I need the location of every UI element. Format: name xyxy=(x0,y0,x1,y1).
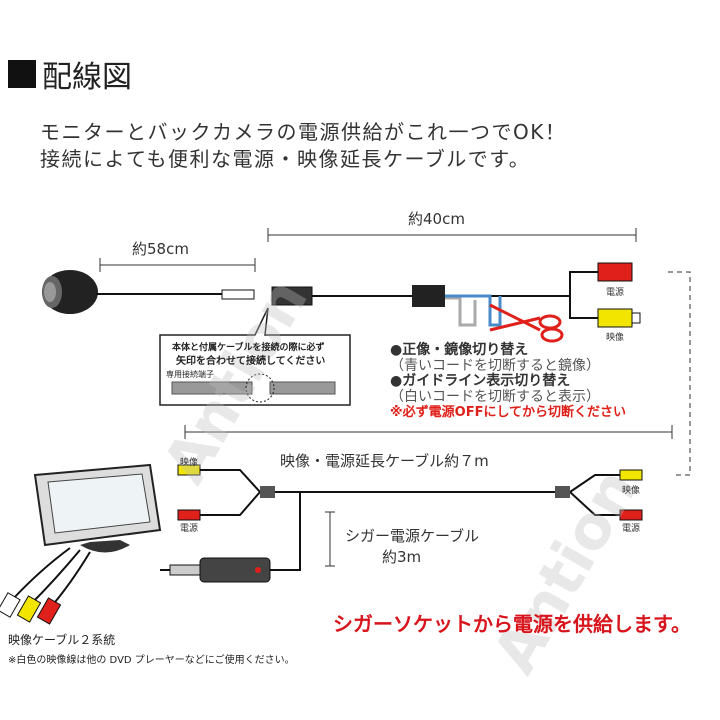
mirror-switch-desc: （青いコードを切断すると鏡像） xyxy=(390,358,600,374)
adapter-box xyxy=(412,285,445,307)
power-label-right: 電源 xyxy=(622,524,641,534)
blue-wire xyxy=(445,294,502,327)
intro-line-1: モニターとバックカメラの電源供給がこれ一つでOK！ xyxy=(40,120,567,144)
heading-text: 配線図 xyxy=(42,60,132,95)
terminal-label: 専用接続端子 xyxy=(166,370,214,379)
slogan: シガーソケットから電源を供給します。 xyxy=(333,612,691,636)
intro-line-2: 接続によても便利な電源・映像延長ケーブルです。 xyxy=(40,147,531,171)
cigar-plug-tip xyxy=(169,564,201,576)
white-wire xyxy=(445,296,477,327)
camera-plug xyxy=(221,289,255,300)
power-rca-right xyxy=(619,509,643,521)
camera-icon xyxy=(42,270,98,314)
adapter-cable-length: 約40cm xyxy=(408,210,465,228)
power-label-top: 電源 xyxy=(606,288,625,298)
monitor-icon xyxy=(33,463,162,553)
power-rca-left xyxy=(177,509,201,521)
callout-line-1: 本体と付属ケーブルを接続の際に必ず xyxy=(172,343,325,353)
camera-cable-length: 約58cm xyxy=(132,240,189,258)
heading-square-icon xyxy=(8,60,36,88)
cigar-cable-label: シガー電源ケーブル xyxy=(345,527,480,545)
video-rca-right xyxy=(619,469,643,481)
video-label-top: 映像 xyxy=(606,333,625,343)
guide-switch-title: ●ガイドライン表示切り替え xyxy=(390,373,571,389)
cut-warning: ※必ず電源OFFにしてから切断ください xyxy=(390,405,627,420)
cable-joint-left xyxy=(260,486,275,498)
video-label-left: 映像 xyxy=(180,458,199,468)
scissors-icon xyxy=(489,303,564,343)
terminal-plug xyxy=(171,381,253,395)
video-label-right: 映像 xyxy=(622,486,641,496)
power-connector-top xyxy=(597,262,633,282)
power-led xyxy=(255,567,261,573)
extension-cable-label: 映像・電源延長ケーブル約７m xyxy=(280,452,489,470)
adapter-socket xyxy=(271,286,313,306)
callout-box xyxy=(159,307,351,406)
callout-line-2: 矢印を合わせて接続してください xyxy=(176,356,326,367)
cigar-cable-length: 約3m xyxy=(382,548,422,566)
cable-joint-right xyxy=(555,486,570,498)
video-rca-left xyxy=(177,464,201,476)
power-label-left: 電源 xyxy=(180,524,199,534)
guide-switch-desc: （白いコードを切断すると表示） xyxy=(390,389,600,405)
mirror-switch-title: ●正像・鏡像切り替え xyxy=(390,342,529,358)
terminal-socket xyxy=(269,381,336,395)
page-title: 配線図 xyxy=(8,52,132,96)
monitor-caption: 映像ケーブル２系統 xyxy=(8,633,116,647)
dashed-connection xyxy=(668,271,691,476)
video-connector-top xyxy=(597,308,633,328)
monitor-note: ※白色の映像線は他の DVD プレーヤーなどにご使用ください。 xyxy=(8,655,295,666)
